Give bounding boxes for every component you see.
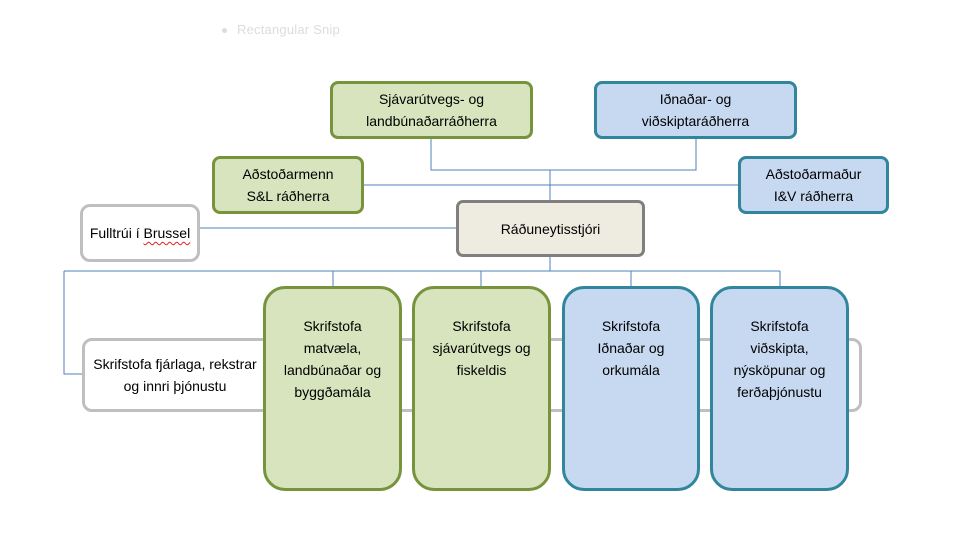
node-fulltrui-brussel-label: Fulltrúi í Brussel [90,222,190,244]
node-skrifstofa-matvaela-label: Skrifstofa matvæla, landbúnaðar og byggð… [283,318,382,400]
connector-fjarlaga [63,271,83,375]
node-adstodarmenn-sl-label: Aðstoðarmenn S&L ráðherra [242,166,334,204]
node-raduneytisstjori-label: Ráðuneytisstjóri [500,220,601,237]
node-sjavarutvegs-radherra-label: Sjávarútvegs- og landbúnaðarráðherra [366,91,497,129]
snip-label: Rectangular Snip [237,22,340,37]
node-fulltrui-prefix: Fulltrúi í [89,225,144,241]
connector-minister-right [550,138,697,171]
node-idnadar-radherra: Iðnaðar- og viðskiptaráðherra [594,81,797,139]
node-skrifstofa-vidskipta: Skrifstofa viðskipta, nýsköpunar og ferð… [710,286,849,491]
node-skrifstofa-sjavarutvegs: Skrifstofa sjávarútvegs og fiskeldis [412,286,551,491]
node-skrifstofa-idnadar: Skrifstofa Iðnaðar og orkumála [562,286,700,491]
snip-dot-icon [222,28,227,34]
node-adstodarmenn-sl: Aðstoðarmenn S&L ráðherra [212,156,364,214]
node-raduneytisstjori: Ráðuneytisstjóri [456,200,645,257]
connector-minister-left [430,138,550,171]
node-skrifstofa-sjavarutvegs-label: Skrifstofa sjávarútvegs og fiskeldis [432,318,531,378]
node-adstodarmadur-iv: Aðstoðarmaður I&V ráðherra [738,156,889,214]
node-skrifstofa-fjarlaga-label: Skrifstofa fjárlaga, rekstrar og innri þ… [93,356,257,394]
node-skrifstofa-vidskipta-label: Skrifstofa viðskipta, nýsköpunar og ferð… [733,318,826,400]
snip-overlay-label: Rectangular Snip [222,22,340,37]
node-adstodarmadur-iv-label: Aðstoðarmaður I&V ráðherra [765,166,862,204]
node-sjavarutvegs-radherra: Sjávarútvegs- og landbúnaðarráðherra [330,81,533,139]
node-fulltrui-city: Brussel [143,225,191,241]
node-skrifstofa-matvaela: Skrifstofa matvæla, landbúnaðar og byggð… [263,286,402,491]
node-skrifstofa-idnadar-label: Skrifstofa Iðnaðar og orkumála [597,318,665,378]
node-idnadar-radherra-label: Iðnaðar- og viðskiptaráðherra [641,91,750,129]
node-fulltrui-brussel: Fulltrúi í Brussel [80,204,200,262]
